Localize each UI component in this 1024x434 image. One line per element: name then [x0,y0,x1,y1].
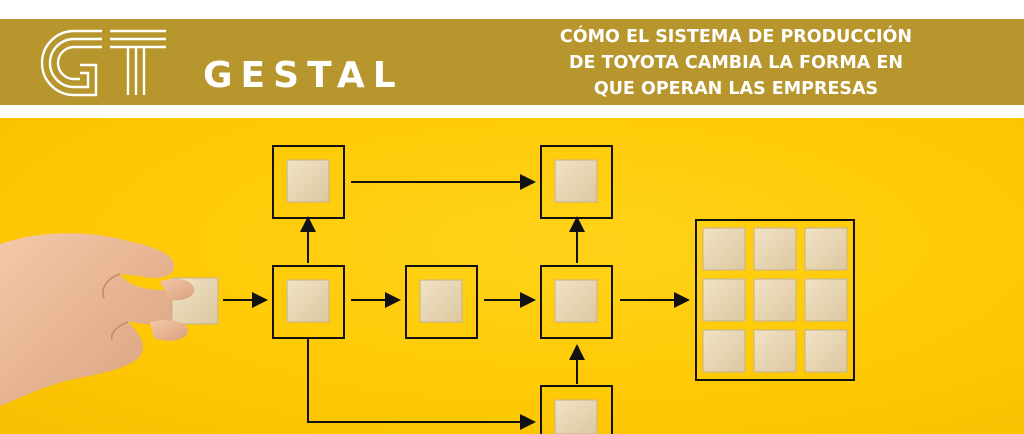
header-divider [0,105,1024,118]
headline: CÓMO EL SISTEMA DE PRODUCCIÓN DE TOYOTA … [486,24,986,102]
header-bar [0,19,1024,105]
process-illustration [0,118,1024,434]
diagram-blocks [286,159,598,434]
grid-blocks [702,227,848,373]
flow-connectors [223,174,690,430]
hand-with-block [0,233,219,406]
brand-name: GESTAL [203,55,404,96]
gt-logo [40,29,166,97]
flow-frames [272,145,855,434]
headline-line: QUE OPERAN LAS EMPRESAS [593,79,879,99]
headline-line: CÓMO EL SISTEMA DE PRODUCCIÓN [559,27,913,47]
headline-line: DE TOYOTA CAMBIA LA FORMA EN [569,53,903,73]
